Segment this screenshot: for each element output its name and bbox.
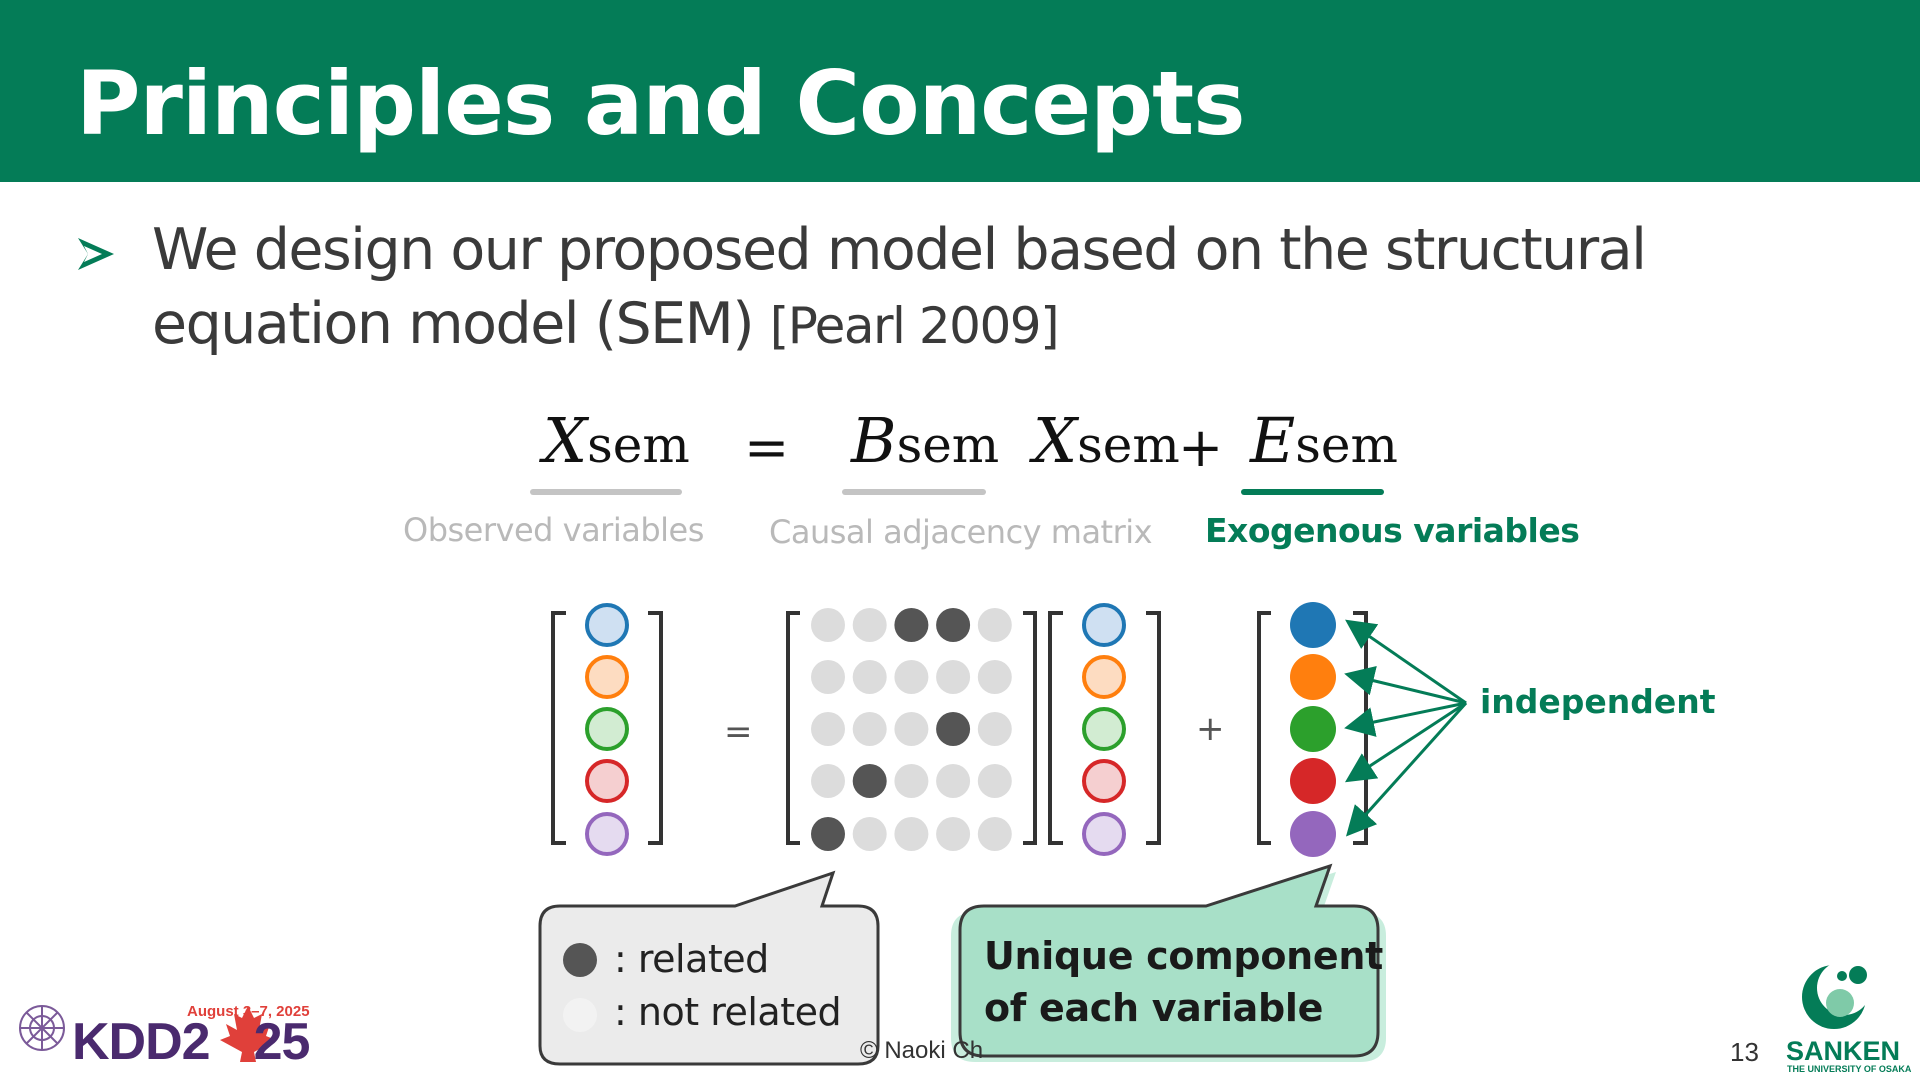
eq-term-b: Bsem — [851, 404, 1000, 477]
legend-related-dot — [563, 943, 597, 977]
adjacency-cell-1-5 — [977, 608, 1012, 642]
adjacency-cell-5-1 — [811, 817, 845, 851]
adjacency-cell-3-3 — [894, 712, 929, 746]
bullet-arrow-icon — [78, 238, 114, 270]
adjacency-cell-3-5 — [977, 712, 1012, 746]
adjacency-cell-3-2 — [852, 712, 887, 746]
legend-not-related-dot — [563, 998, 597, 1032]
observed-variable-1 — [585, 603, 629, 647]
exogenous-variable-2 — [1290, 654, 1336, 700]
label-adjacency: Causal adjacency matrix — [769, 513, 1153, 551]
diagram-plus: + — [1196, 709, 1225, 749]
eq-plus: + — [1178, 416, 1224, 479]
kdd-snowflake-icon — [19, 1005, 65, 1051]
independence-arrow-1 — [1345, 619, 1467, 705]
adjacency-cell-1-1 — [811, 608, 845, 642]
kdd-maple-leaf-icon — [220, 1006, 276, 1062]
adjacency-cell-4-3 — [894, 764, 929, 798]
independence-arrow-3 — [1344, 701, 1467, 737]
eq-lhs: Xsem — [543, 404, 690, 477]
bullet-citation: [Pearl 2009] — [769, 297, 1060, 355]
exogenous-variable-4 — [1290, 758, 1336, 804]
observed-variable-rhs-1 — [1082, 603, 1126, 647]
label-observed: Observed variables — [403, 511, 704, 549]
bracket-b-close — [1023, 611, 1037, 845]
observed-variable-4 — [585, 759, 629, 803]
adjacency-cell-4-1 — [811, 764, 845, 798]
kdd-date: August 3–7, 2025 — [187, 1003, 310, 1020]
legend-related-label: : related — [614, 937, 769, 981]
green-callout-text: Unique component of each variable — [984, 934, 1383, 1030]
adjacency-cell-2-1 — [811, 660, 845, 694]
legend-not-related-label: : not related — [614, 990, 842, 1034]
observed-variable-3 — [585, 707, 629, 751]
independent-label: independent — [1480, 682, 1716, 721]
diagram-equals: = — [724, 712, 753, 752]
sanken-logo-subtext: THE UNIVERSITY OF OSAKA — [1787, 1064, 1912, 1074]
adjacency-cell-1-4 — [936, 608, 971, 642]
bracket-left-x-open — [551, 611, 566, 845]
bullet-text: We design our proposed model based on th… — [152, 213, 1872, 363]
adjacency-cell-5-3 — [894, 817, 929, 851]
observed-variable-rhs-2 — [1082, 655, 1126, 699]
bracket-e-close — [1353, 611, 1368, 845]
adjacency-cell-5-2 — [852, 817, 887, 851]
slide-title: Principles and Concepts — [76, 52, 1246, 155]
underline-exogenous — [1241, 489, 1384, 495]
exogenous-variable-3 — [1290, 706, 1336, 752]
bracket-right-x-close — [1146, 611, 1161, 845]
bracket-left-x-close — [648, 611, 663, 845]
adjacency-cell-4-4 — [936, 764, 971, 798]
green-callout-box — [958, 863, 1380, 1058]
bracket-b-open — [786, 611, 800, 845]
adjacency-cell-2-3 — [894, 660, 929, 694]
eq-equals: = — [744, 416, 790, 479]
bracket-right-x-open — [1048, 611, 1063, 845]
independence-arrow-4 — [1344, 701, 1467, 783]
observed-variable-rhs-3 — [1082, 707, 1126, 751]
footer-author: © Naoki Ch — [860, 1037, 984, 1064]
adjacency-cell-4-2 — [852, 764, 887, 798]
observed-variable-rhs-5 — [1082, 812, 1126, 856]
adjacency-cell-4-5 — [977, 764, 1012, 798]
label-exogenous: Exogenous variables — [1205, 511, 1580, 550]
legend-callout-box — [538, 870, 880, 1066]
independence-arrow-2 — [1344, 666, 1467, 705]
adjacency-cell-1-3 — [894, 608, 929, 642]
observed-variable-rhs-4 — [1082, 759, 1126, 803]
title-bar: Principles and Concepts — [0, 0, 1920, 182]
eq-term-e: Esem — [1250, 404, 1398, 477]
adjacency-cell-5-5 — [977, 817, 1012, 851]
bracket-e-open — [1257, 611, 1271, 845]
independence-arrow-5 — [1345, 701, 1468, 837]
sanken-logo-text: SANKEN — [1786, 1036, 1901, 1066]
adjacency-cell-3-4 — [936, 712, 971, 746]
eq-term-x: Xsem — [1033, 404, 1180, 477]
adjacency-cell-3-1 — [811, 712, 845, 746]
underline-adjacency — [842, 489, 986, 495]
page-number: 13 — [1730, 1037, 1759, 1067]
observed-variable-5 — [585, 812, 629, 856]
observed-variable-2 — [585, 655, 629, 699]
underline-observed — [530, 489, 682, 495]
adjacency-cell-2-4 — [936, 660, 971, 694]
adjacency-cell-2-2 — [852, 660, 887, 694]
adjacency-cell-1-2 — [852, 608, 887, 642]
bullet-main-text: We design our proposed model based on th… — [152, 217, 1647, 357]
adjacency-cell-5-4 — [936, 817, 971, 851]
sanken-logo-icon — [1802, 961, 1871, 1029]
adjacency-cell-2-5 — [977, 660, 1012, 694]
exogenous-variable-1 — [1290, 602, 1336, 648]
exogenous-variable-5 — [1290, 811, 1336, 857]
